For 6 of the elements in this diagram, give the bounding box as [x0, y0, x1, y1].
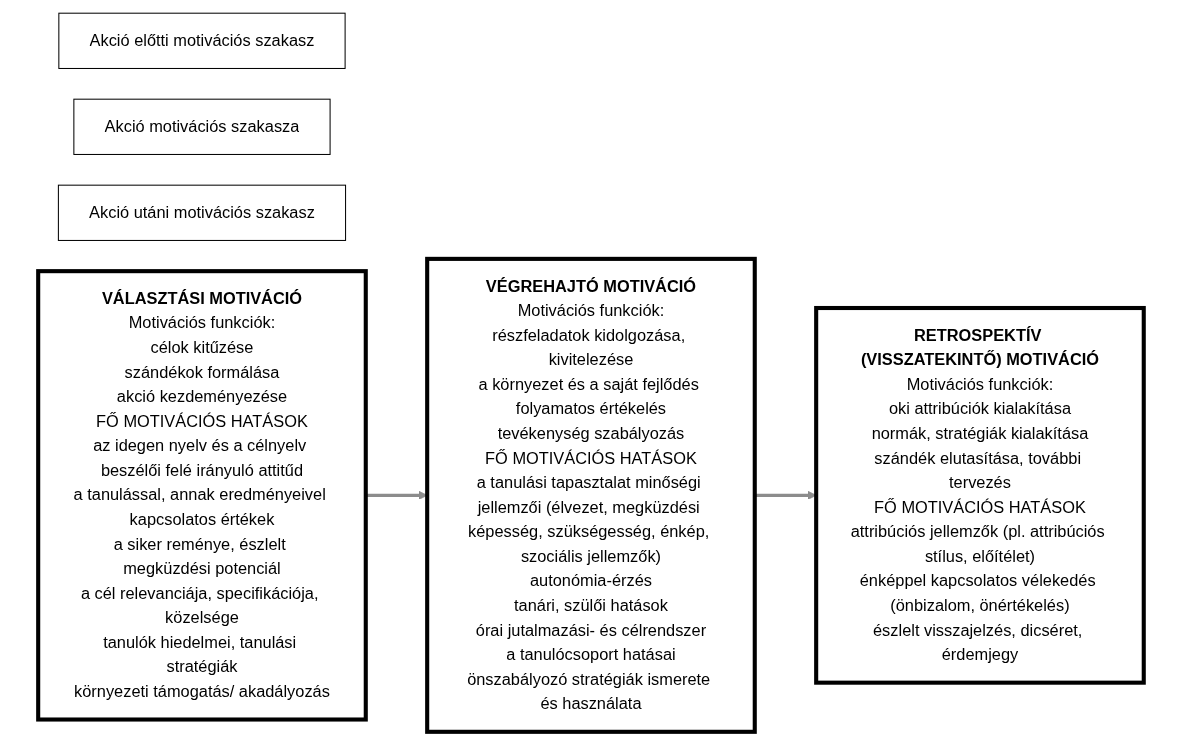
node-box: Akció előtti motivációs szakasz: [57, 12, 346, 69]
node-box: Akció motivációs szakasza: [72, 98, 331, 155]
node-box: VÉGREHAJTÓ MOTIVÁCIÓ Motivációs funkciók: részfeladatok kidolgozása, kivitelezése a környezet és a saját fejlődés folyamatos értékelés tevékenység szabályozás FŐ MOTIVÁCIÓS HATÁSOK a tanulási tapasztalat minőségi jellemzői (élvezet, megküzdési képesség, szükségesség, énkép, szociális jellemzők) autonómia-érzés tanári, szülői hatások órai jutalmazási- és célrendszer a tanulócsoport hatásai önszabályozó stratégiák ismerete és használata: [424, 256, 757, 734]
node-box: Akció utáni motivációs szakasz: [57, 184, 346, 241]
node-box: VÁLASZTÁSI MOTIVÁCIÓ Motivációs funkciók: célok kitűzése szándékok formálása akció kezdeményezése FŐ MOTIVÁCIÓS HATÁSOK az idegen nyelv és a célnyelv beszélői felé irányuló attitűd a tanulással, annak eredményeivel kapcsolatos értékek a siker reménye, észlelt megküzdési potenciál a cél relevanciája, specifikációja, közelsége tanulók hiedelmei, tanulási stratégiák környezeti támogatás/ akadályozás: [35, 269, 368, 722]
node-box: RETROSPEKTÍV (VISSZATEKINTŐ) MOTIVÁCIÓ Motivációs funkciók: oki attribúciók kialakítása normák, stratégiák kialakítása szándék elutasítása, további tervezés FŐ MOTIVÁCIÓS HATÁSOK attribúciós jellemzők (pl. attribúciós stílus, előítélet) énképpel kapcsolatos vélekedés (önbizalom, önértékelés) észlelt visszajelzés, dicséret, érdemjegy: [813, 305, 1146, 685]
